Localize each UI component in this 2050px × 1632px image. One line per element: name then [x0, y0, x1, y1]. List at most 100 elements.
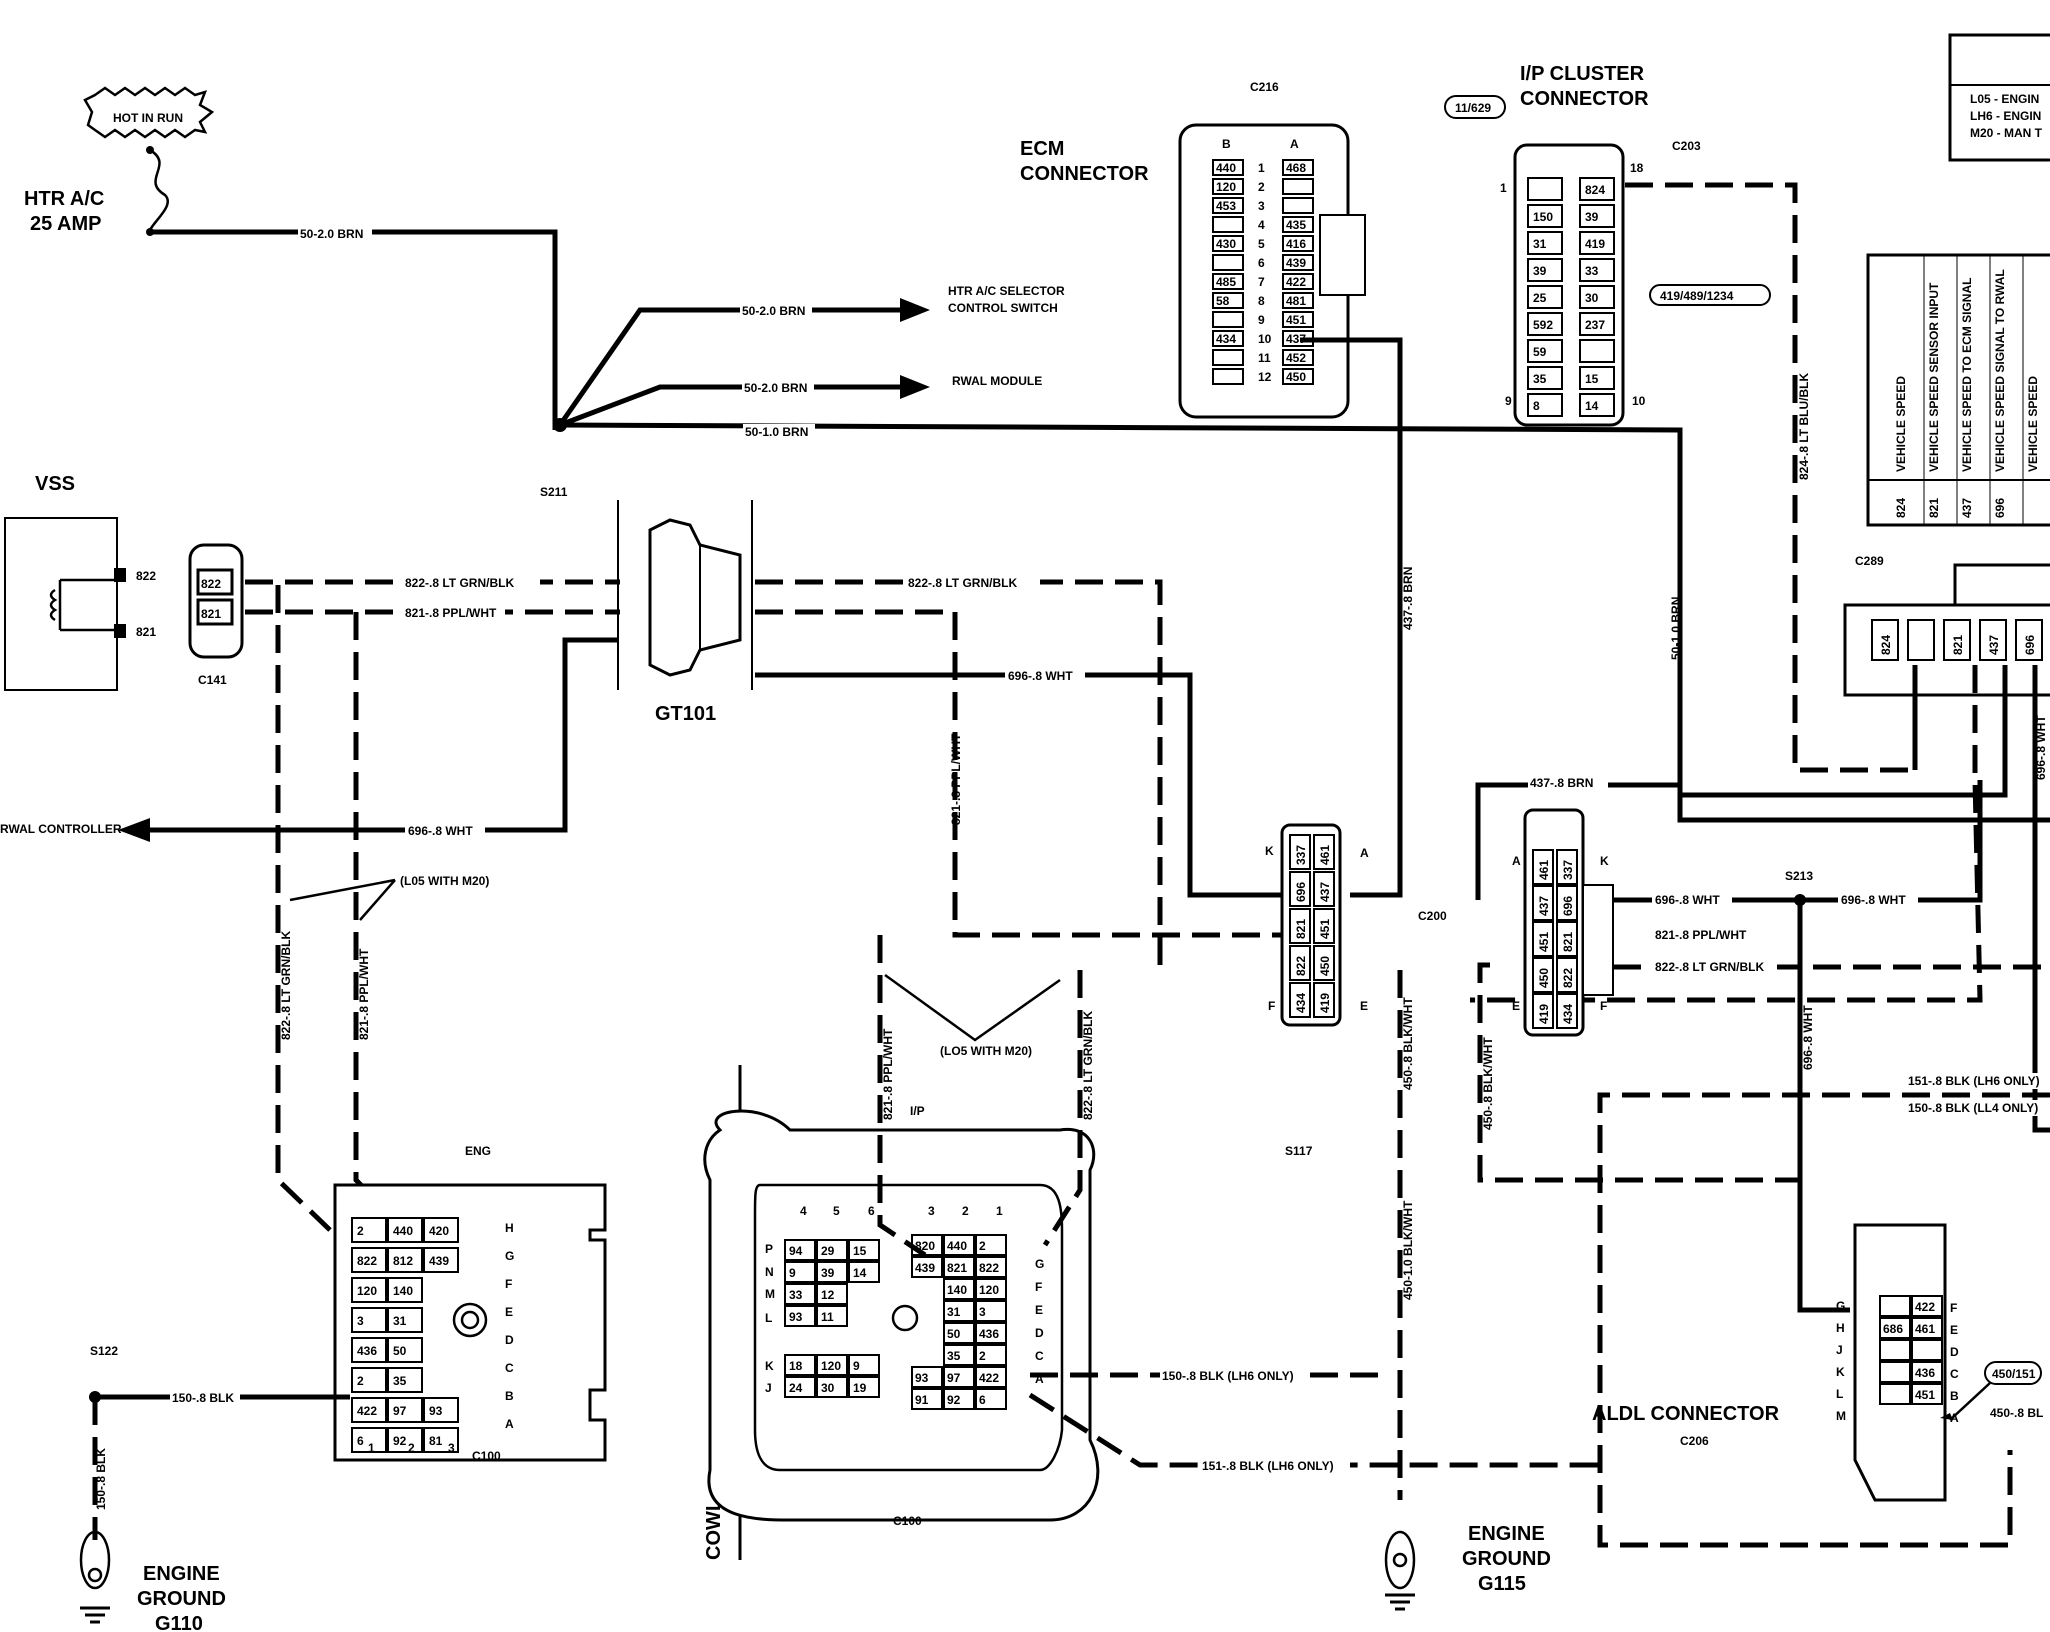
svg-text:10: 10 [1632, 394, 1646, 408]
svg-text:K: K [1265, 844, 1274, 858]
ip-cluster-pin-label: 39 [1533, 264, 1547, 278]
wire-label-821-left: 821-.8 PPL/WHT [405, 606, 497, 620]
wire-label-696-top: 696-.8 WHT [1008, 669, 1073, 683]
ip-cluster-pin-label: 35 [1533, 372, 1547, 386]
aldl-pin-label: 422 [1915, 1300, 1935, 1314]
ip-conn-column-number: 3 [928, 1204, 935, 1218]
ecm-pin-a [1282, 159, 1314, 176]
ip-conn-pin [848, 1376, 880, 1398]
htr-selector-label-2: CONTROL SWITCH [948, 301, 1058, 315]
eng-pin-label: 120 [357, 1284, 377, 1298]
ecm-pin-b [1212, 159, 1244, 176]
svg-text:A: A [1360, 846, 1369, 860]
rwal-module-label: RWAL MODULE [952, 374, 1042, 388]
eng-pin-label: 440 [393, 1224, 413, 1238]
fuse-terminal-top [146, 146, 154, 154]
eng-pin-label: 812 [393, 1254, 413, 1268]
wire-label-150-lh6: 150-.8 BLK (LH6 ONLY) [1162, 1369, 1294, 1383]
ip-conn-pin-label: 14 [853, 1266, 867, 1280]
wire-label-824-vert: 824-.8 LT BLU/BLK [1797, 373, 1811, 480]
ip-cluster-pin-label: 31 [1533, 237, 1547, 251]
vss-pin-822: 822 [136, 569, 156, 583]
wire-821-right [755, 609, 1300, 938]
svg-text:F: F [1268, 999, 1275, 1013]
eng-pin [387, 1277, 423, 1303]
ecm-pin-a-label: 451 [1286, 313, 1306, 327]
wire-label-150-ll4: 150-.8 BLK (LL4 ONLY) [1908, 1101, 2038, 1115]
svg-text:E: E [1360, 999, 1368, 1013]
ip-conn-pin-label: 821 [947, 1261, 967, 1275]
c200-right-pin [1556, 993, 1578, 1029]
vss-table-column-label: VEHICLE SPEED [1894, 376, 1908, 472]
c200-right-pin-label: 434 [1561, 1004, 1575, 1024]
wire-696-right [755, 672, 1300, 898]
ip-cluster-pin-label: 33 [1585, 264, 1599, 278]
svg-text:ECM: ECM [1020, 138, 1064, 160]
eng-pin-label: 35 [393, 1374, 407, 1388]
eng-pin-label: 2 [357, 1374, 364, 1388]
ip-conn-pin [816, 1239, 848, 1261]
ecm-pin-b [1212, 292, 1244, 309]
ip-conn-pin-label: 24 [789, 1381, 803, 1395]
ip-conn-pin-label: 120 [979, 1283, 999, 1297]
ecm-row-number: 4 [1258, 218, 1265, 232]
c200-left-pin-label: 821 [1294, 919, 1308, 939]
ip-conn-pin [943, 1366, 975, 1388]
ip-conn-pin-label: 2 [979, 1349, 986, 1363]
ecm-pin-b-label: 485 [1216, 275, 1236, 289]
ground-g115-l2: GROUND [1462, 1548, 1551, 1570]
vss-table-circuit-number: 437 [1960, 498, 1974, 518]
ip-conn-pin-label: 140 [947, 1283, 967, 1297]
splice-s117-label: S117 [1285, 1144, 1313, 1158]
ecm-pin-a [1282, 235, 1314, 252]
ip-conn-pin [848, 1239, 880, 1261]
ecm-pin-a [1282, 368, 1314, 385]
eng-pin-label: 140 [393, 1284, 413, 1298]
eng-row-letter: B [505, 1389, 514, 1403]
eng-pin [351, 1367, 387, 1393]
c200-left-pin-label: 450 [1318, 956, 1332, 976]
ip-cluster-pin [1579, 258, 1615, 282]
svg-text:K: K [1600, 854, 1609, 868]
svg-text:CONNECTOR: CONNECTOR [1020, 163, 1149, 185]
svg-text:M20 - MAN T: M20 - MAN T [1970, 126, 2043, 140]
wire-label-450-8-vert: 450-.8 BLK/WHT [1401, 997, 1415, 1090]
wire-label-822-eng-vert: 822-.8 LT GRN/BLK [279, 931, 293, 1040]
c200-left-pin [1313, 908, 1335, 944]
eng-pin [387, 1337, 423, 1363]
svg-text:I/P: I/P [910, 1104, 925, 1118]
ecm-row-number: 8 [1258, 294, 1265, 308]
svg-text:E: E [1512, 999, 1520, 1013]
ecm-pin-a [1282, 292, 1314, 309]
ip-conn-pin [784, 1354, 816, 1376]
ip-conn-column-number: 2 [962, 1204, 969, 1218]
ip-cluster-pin [1527, 204, 1563, 228]
ecm-row-number: 6 [1258, 256, 1265, 270]
ip-conn-pin [943, 1322, 975, 1344]
vss-table-circuit-number: 824 [1894, 498, 1908, 518]
wire-label-821-eng-vert: 821-.8 PPL/WHT [357, 948, 371, 1040]
svg-text:C203: C203 [1672, 139, 1701, 153]
ecm-row-number: 10 [1258, 332, 1272, 346]
wire-label-696-right-vert: 696-.8 WHT [2034, 715, 2048, 780]
aldl-left-letter: G [1836, 1299, 1845, 1313]
svg-text:1: 1 [1500, 181, 1507, 195]
c200-left-pin-label: 437 [1318, 882, 1332, 902]
eng-pin [351, 1427, 387, 1453]
ip-conn-pin-label: 31 [947, 1305, 961, 1319]
aldl-right-letter: C [1950, 1367, 1959, 1381]
aldl-pin [1911, 1383, 1943, 1405]
c289-pin [1943, 619, 1971, 661]
wire-821-ip-vert [877, 935, 927, 1258]
ground-g115-icon [1384, 1530, 1416, 1611]
eng-pin [351, 1337, 387, 1363]
ip-conn-pin [975, 1344, 1007, 1366]
ip-conn-pin [943, 1300, 975, 1322]
ecm-pin-b-label: 430 [1216, 237, 1236, 251]
ip-conn-pin [816, 1354, 848, 1376]
svg-text:419/489/1234: 419/489/1234 [1660, 289, 1734, 303]
svg-text:L05 - ENGIN: L05 - ENGIN [1970, 92, 2039, 106]
svg-text:C289: C289 [1855, 554, 1884, 568]
ip-conn-pin-label: 11 [821, 1310, 834, 1324]
